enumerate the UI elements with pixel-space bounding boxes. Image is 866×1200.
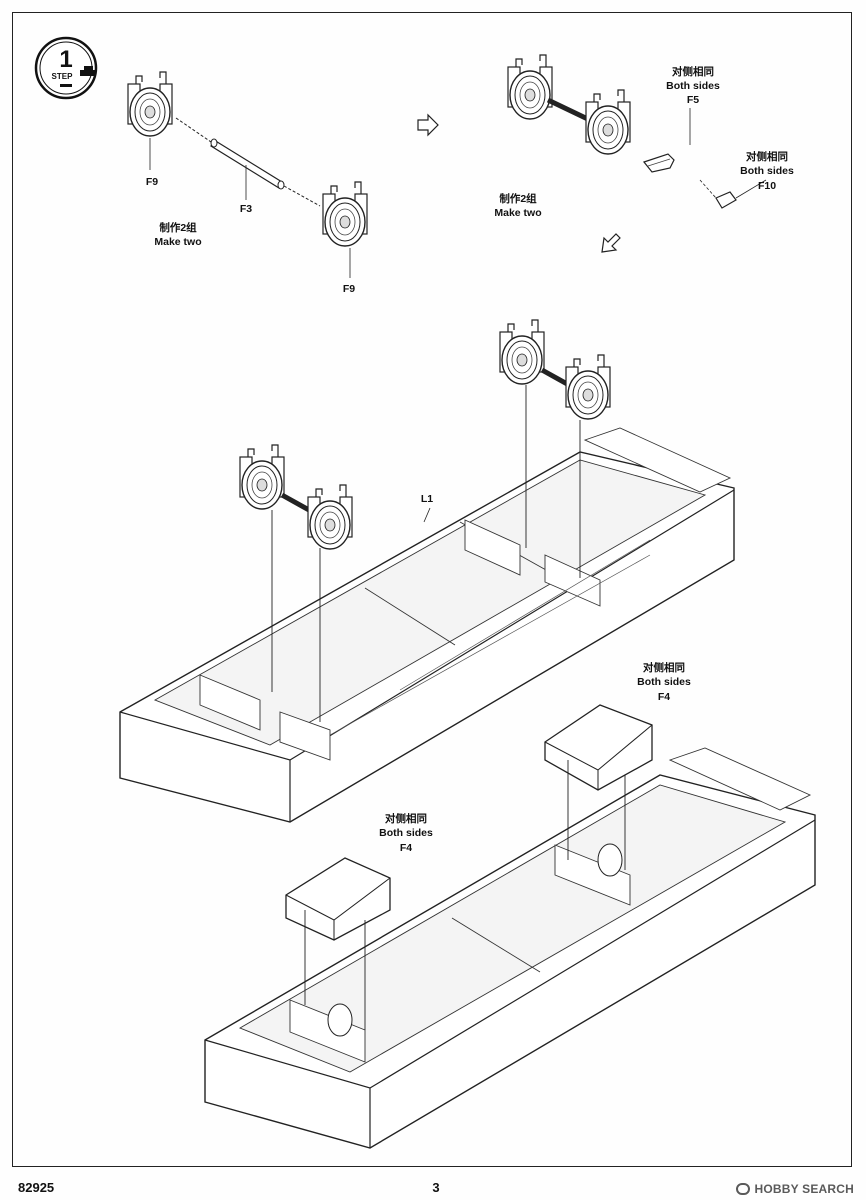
part-label-f3: F3	[239, 203, 253, 215]
part-label-f4-right: F4	[657, 691, 671, 703]
make-two-en-left: Make two	[154, 236, 202, 248]
both-sides-en-3: Both sides	[637, 676, 691, 688]
wheel-axle-subassembly-right	[507, 54, 767, 209]
part-label-l1: L1	[420, 493, 434, 505]
chassis-l1-assembly	[119, 319, 735, 823]
chassis-bottom-assembly	[204, 704, 816, 1149]
watermark-text: HOBBY SEARCH	[754, 1182, 854, 1196]
wheel-axle-subassembly-left	[127, 71, 368, 278]
both-sides-en-1: Both sides	[666, 80, 720, 92]
make-two-cn-right: 制作2组	[499, 193, 537, 205]
both-sides-cn-2: 对侧相同	[746, 151, 788, 163]
both-sides-en-4: Both sides	[379, 827, 433, 839]
part-label-f9-left: F9	[145, 176, 159, 188]
page-number: 3	[432, 1180, 440, 1195]
both-sides-cn-1: 对侧相同	[672, 66, 714, 78]
both-sides-cn-3: 对侧相同	[643, 662, 685, 674]
page-frame	[12, 12, 852, 1167]
watermark: HOBBY SEARCH	[736, 1182, 854, 1196]
make-two-cn-left: 制作2组	[159, 222, 197, 234]
part-label-f10: F10	[757, 180, 777, 192]
part-label-f4-left: F4	[399, 842, 413, 854]
part-label-f9-right: F9	[342, 283, 356, 295]
make-two-en-right: Make two	[494, 207, 542, 219]
step-badge	[34, 36, 98, 100]
arrow-right-icon	[417, 113, 439, 137]
arrow-down-left-icon	[601, 233, 621, 253]
both-sides-en-2: Both sides	[740, 165, 794, 177]
part-label-f5: F5	[686, 94, 700, 106]
product-code: 82925	[18, 1180, 55, 1195]
both-sides-cn-4: 对侧相同	[385, 813, 427, 825]
step-number: 1	[59, 46, 73, 73]
step-word: STEP	[51, 72, 73, 81]
hobby-search-logo-icon	[736, 1183, 751, 1195]
